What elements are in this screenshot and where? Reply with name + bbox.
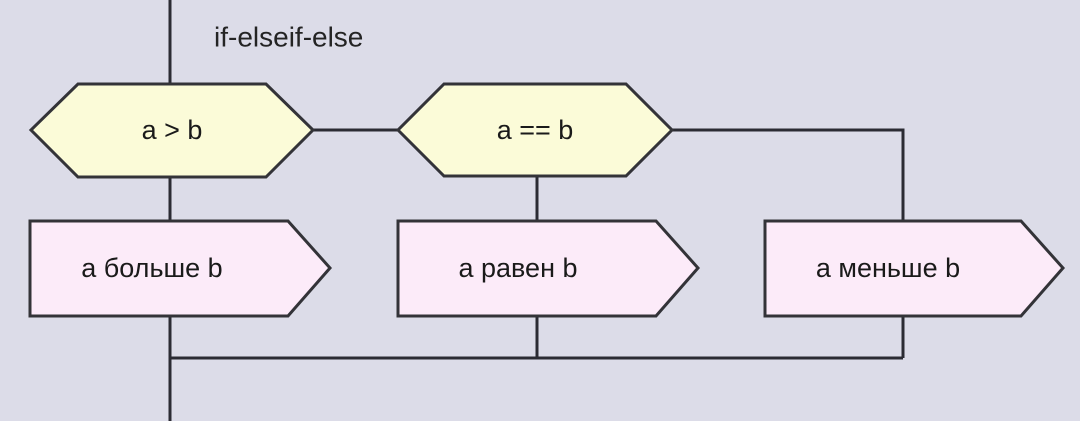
- output-node-a-equals-b[interactable]: а равен b: [396, 219, 701, 318]
- output-label-a-less-b: а меньше b: [816, 253, 960, 283]
- output-arrow-shape: [28, 219, 333, 318]
- output-node-a-less-b[interactable]: а меньше b: [763, 219, 1066, 318]
- output-label-a-greater-b: а больше b: [81, 253, 222, 283]
- decision-hexagon-shape: [395, 82, 675, 178]
- output-arrow-shape: [396, 219, 701, 318]
- output-arrow-shape: [763, 219, 1066, 318]
- decision-node-a-greater-b[interactable]: a > b: [28, 82, 316, 179]
- connector-cond2-to-out3: [672, 128, 905, 221]
- diagram-title: if-elseif-else: [214, 21, 363, 52]
- output-label-a-equals-b: а равен b: [458, 253, 577, 283]
- output-node-a-greater-b[interactable]: а больше b: [28, 219, 333, 318]
- decision-label-a-equals-b: a == b: [497, 115, 574, 145]
- decision-hexagon-shape: [28, 82, 316, 179]
- decision-node-a-equals-b[interactable]: a == b: [395, 82, 675, 178]
- decision-label-a-greater-b: a > b: [142, 115, 203, 145]
